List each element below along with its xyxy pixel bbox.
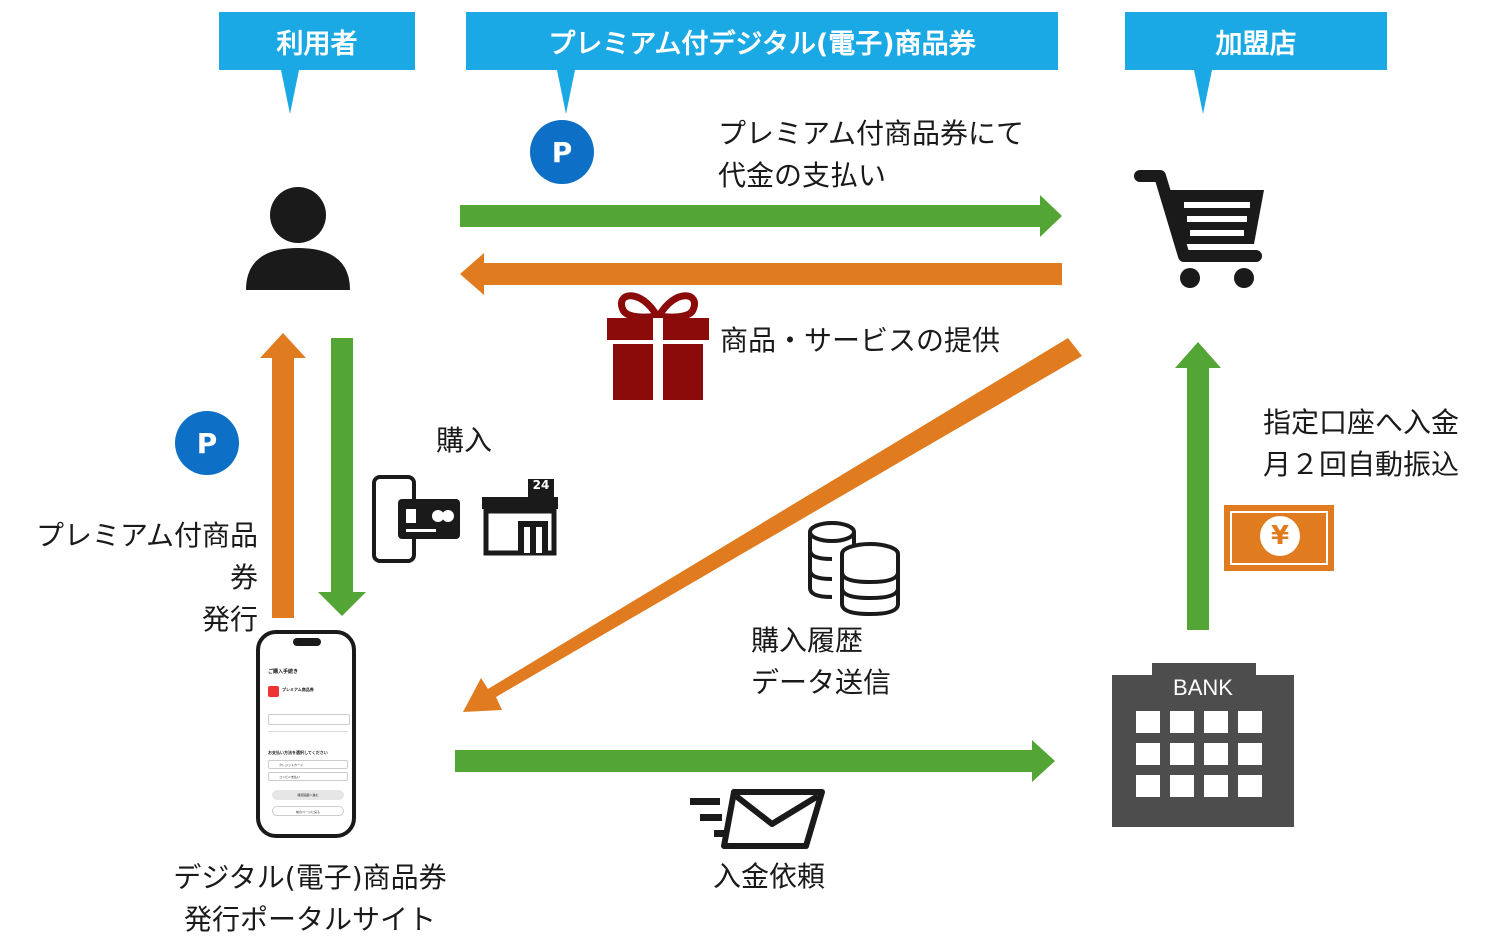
mobile-payment-icon — [372, 475, 460, 563]
phone-product-name: プレミアム商品券 — [282, 687, 314, 692]
phone-section-title: お支払い方法を選択してください — [268, 750, 328, 755]
store-24-label: 24 — [532, 478, 550, 492]
phone-option-store-label: コンビニ支払い — [279, 775, 301, 779]
shopping-cart-icon — [1134, 170, 1264, 288]
phone-select-box — [268, 714, 350, 725]
label-deposit: 指定口座へ入金 月２回自動振込 — [1263, 406, 1460, 481]
phone-notch — [293, 638, 321, 646]
arrow-request — [455, 740, 1055, 782]
arrow-deposit — [1175, 342, 1221, 630]
label-history: 購入履歴 データ送信 — [751, 624, 892, 699]
point-badge-icon: P — [175, 411, 239, 475]
banknote-coin — [1260, 516, 1300, 556]
arrow-payment — [460, 195, 1062, 237]
phone-option-credit: クレジットカード — [268, 760, 348, 769]
label-issue: プレミアム付商品券 発行 — [35, 519, 258, 636]
gift-icon — [607, 292, 709, 400]
label-payment: プレミアム付商品券にて 代金の支払い — [718, 117, 1025, 192]
phone-confirm-button: 確認画面へ進む — [272, 790, 344, 800]
header-voucher-pointer — [557, 70, 575, 114]
bank-windows — [1136, 711, 1262, 797]
bank-roof — [1152, 663, 1256, 677]
phone-screen-title: ご購入手続き — [268, 669, 299, 675]
yen-banknote-icon: ¥ — [1224, 505, 1334, 571]
label-service: 商品・サービスの提供 — [720, 324, 1001, 357]
bank-sign: BANK — [1173, 675, 1233, 700]
label-portal: デジタル(電子)商品券 発行ポータルサイト — [173, 861, 447, 936]
phone-option-store: コンビニ支払い — [268, 772, 348, 781]
yen-symbol: ¥ — [1270, 521, 1290, 551]
header-voucher: プレミアム付デジタル(電子)商品券 — [466, 12, 1058, 70]
phone-logo — [268, 686, 279, 697]
convenience-store-icon — [482, 479, 558, 556]
header-merchant-pointer — [1194, 70, 1212, 114]
banknote-inner-border — [1230, 511, 1328, 565]
header-user: 利用者 — [219, 12, 415, 70]
header-user-pointer — [281, 70, 299, 114]
phone-divider — [268, 731, 348, 732]
label-purchase: 購入 — [436, 424, 493, 457]
header-merchant: 加盟店 — [1125, 12, 1387, 70]
database-icon — [808, 521, 900, 617]
bank-building-icon: BANK — [1112, 663, 1294, 827]
phone-back-button: 前のページに戻る — [272, 806, 344, 816]
mail-send-icon — [690, 789, 825, 849]
user-icon — [246, 187, 350, 290]
arrow-purchase — [318, 338, 366, 616]
arrow-issue — [260, 333, 306, 618]
phone-option-credit-label: クレジットカード — [279, 763, 304, 767]
label-request: 入金依頼 — [713, 860, 826, 893]
point-badge-icon: P — [530, 120, 594, 184]
portal-phone: ご購入手続き プレミアム商品券 お支払い方法を選択してください クレジットカード… — [256, 630, 356, 838]
arrow-history — [463, 338, 1082, 712]
arrow-service — [460, 253, 1062, 295]
